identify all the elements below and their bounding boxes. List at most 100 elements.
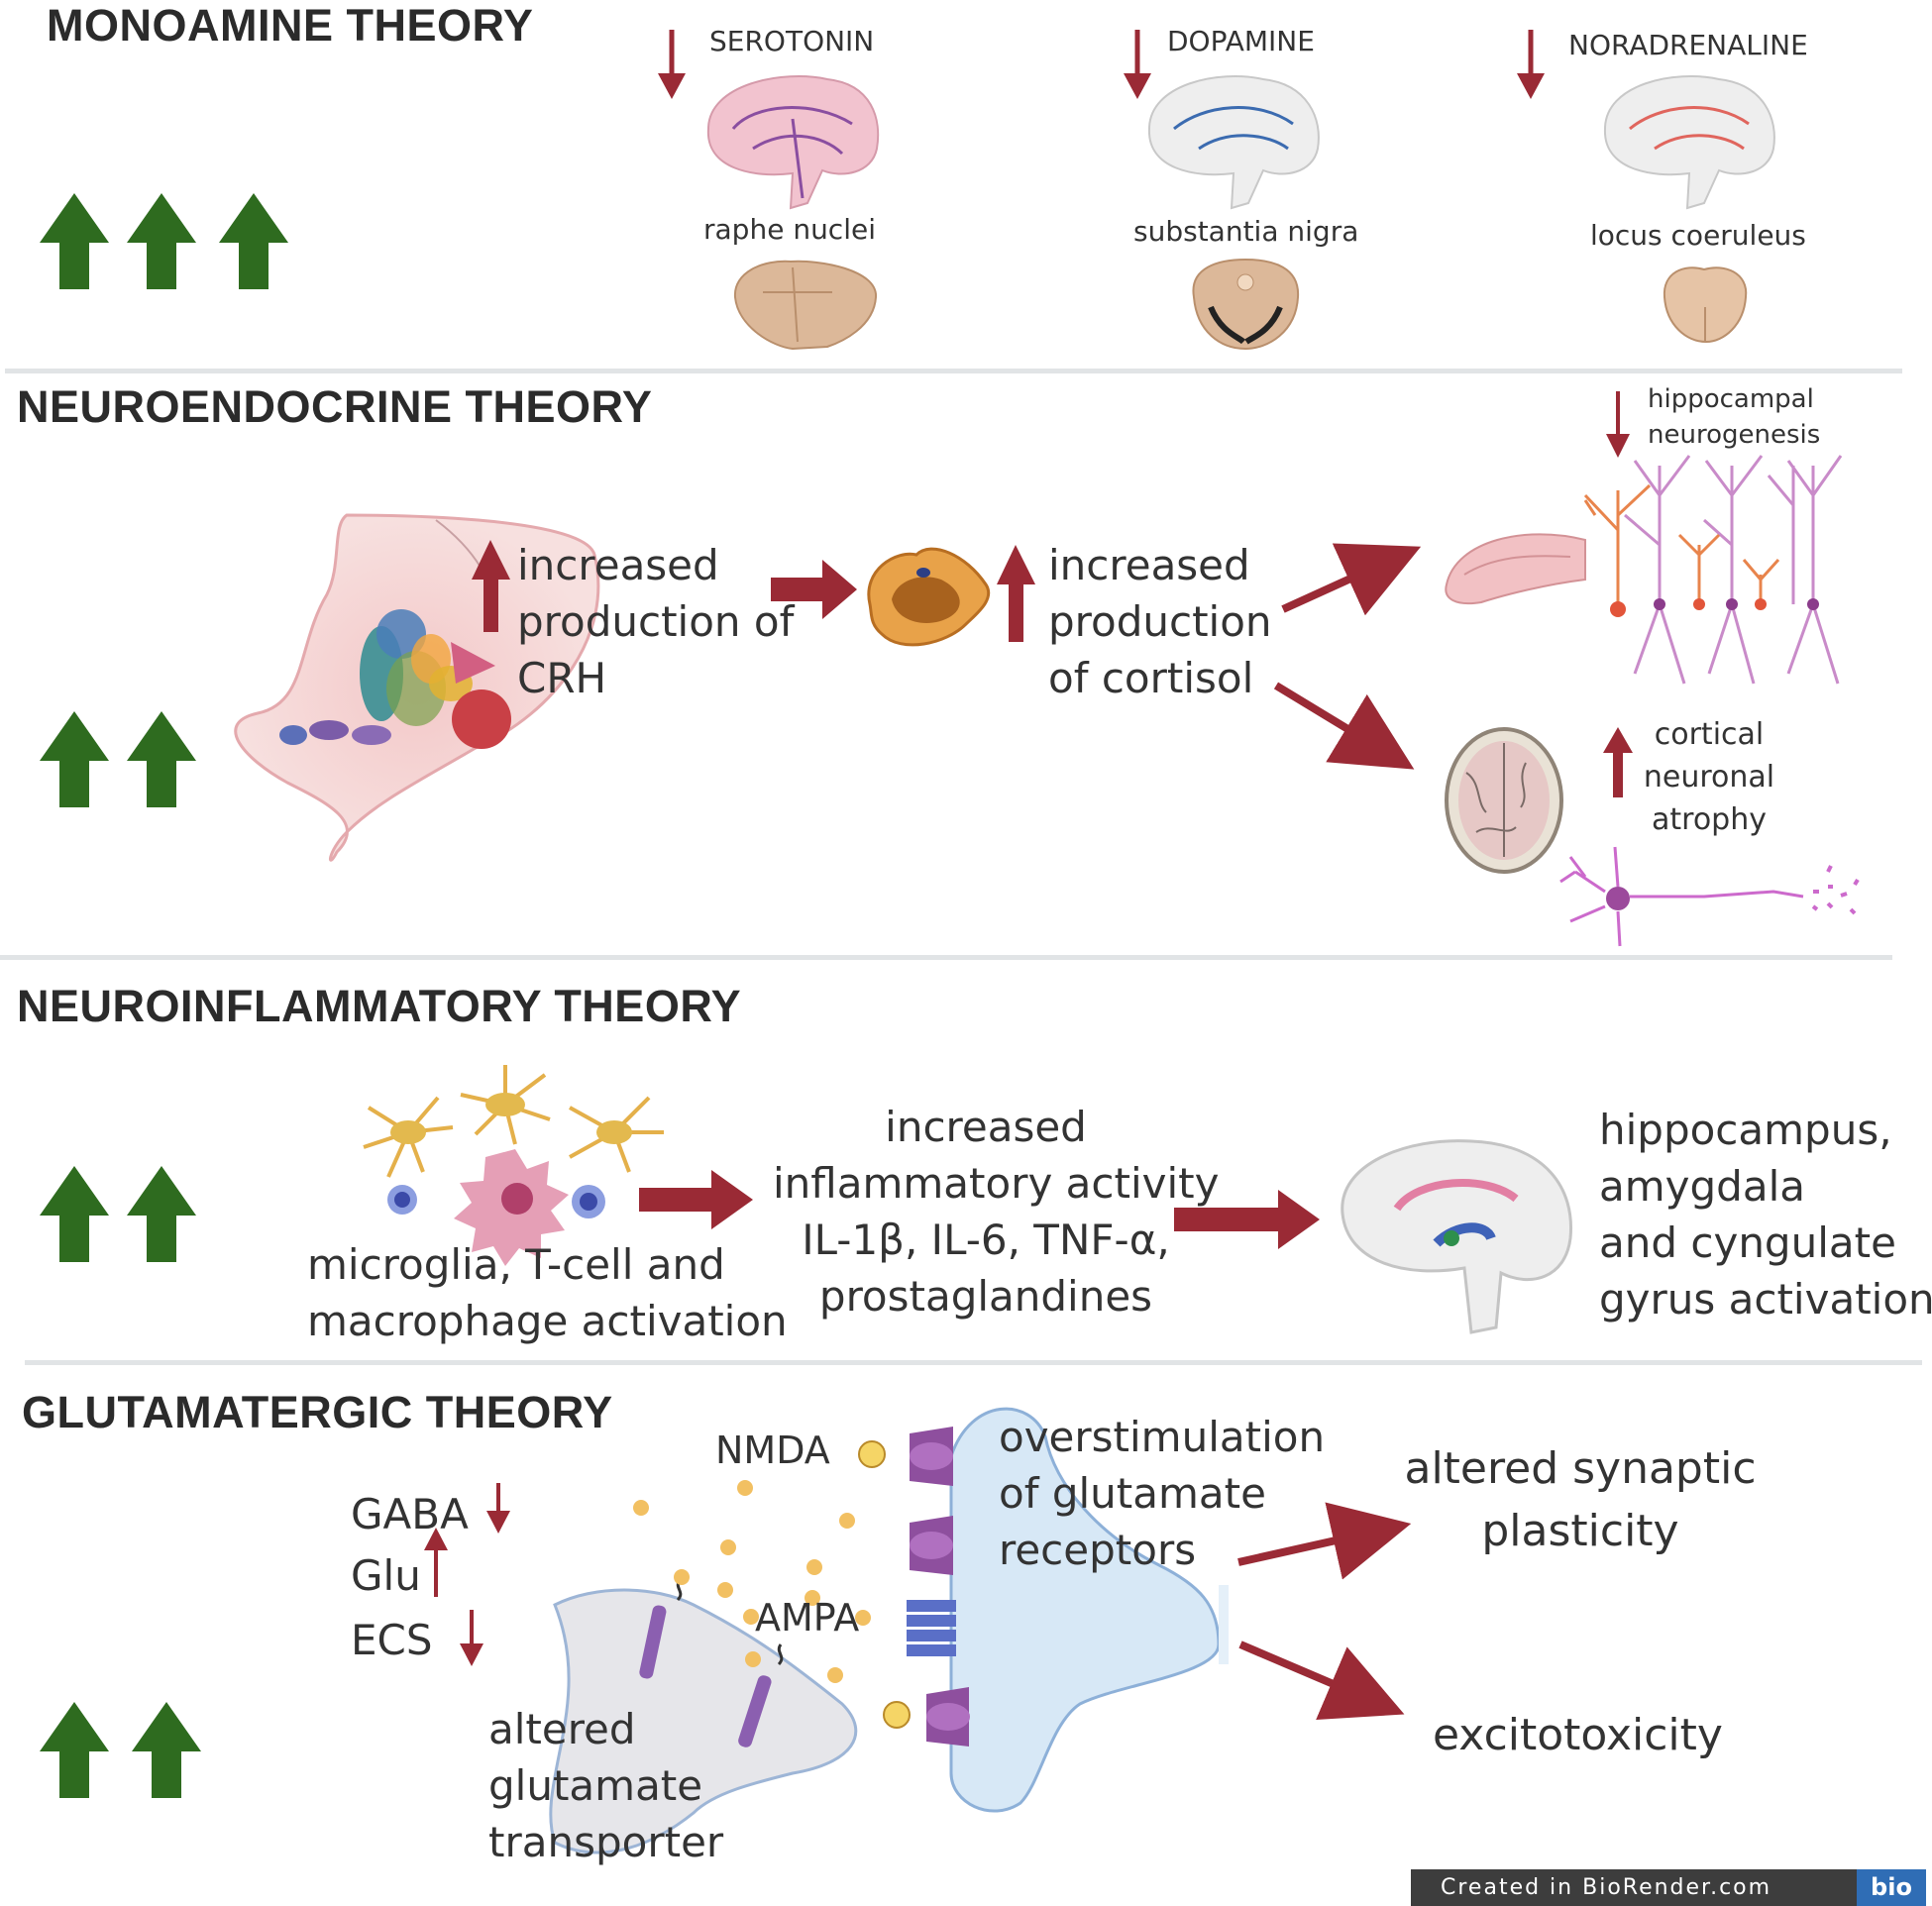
cells-line-1: microglia, T-cell and xyxy=(307,1240,725,1289)
green-arrow-icon xyxy=(40,1702,109,1798)
transporter-line-2: glutamate xyxy=(488,1761,703,1810)
cells-line-2: macrophage activation xyxy=(307,1297,788,1345)
glutamate-transporter-icon xyxy=(639,1579,784,1747)
brain-serotonin-icon xyxy=(706,75,880,210)
inflammatory-activity-text: increased inflammatory activity IL-1β, I… xyxy=(773,1099,1220,1324)
atrophy-line-2: neuronal xyxy=(1643,760,1775,794)
down-arrow-icon xyxy=(1517,30,1545,99)
activity-line-4: prostaglandines xyxy=(818,1272,1153,1321)
brain-regions-text: hippocampus, amygdala and cyngulate gyru… xyxy=(1599,1102,1932,1327)
arrow-to-plasticity xyxy=(1237,1502,1412,1580)
regions-line-3: and cyngulate xyxy=(1599,1218,1896,1267)
cell-activation-text: microglia, T-cell and macrophage activat… xyxy=(307,1236,788,1349)
green-arrow-icon xyxy=(40,1166,109,1262)
glu-label: Glu xyxy=(351,1551,421,1600)
overstim-line-1: overstimulation xyxy=(999,1413,1326,1461)
transporter-text: altered glutamate transporter xyxy=(488,1701,723,1870)
ampa-label: AMPA xyxy=(755,1596,860,1640)
green-arrow-icon xyxy=(40,711,109,807)
section-divider xyxy=(5,369,1902,373)
hippocampus-icon xyxy=(1445,533,1586,604)
microglia-icon xyxy=(363,1065,664,1178)
green-arrow-icon xyxy=(127,1166,196,1262)
hypothalamus-icon xyxy=(234,513,600,862)
crh-text: increased production of CRH xyxy=(517,537,794,706)
brain-noradrenaline-icon xyxy=(1603,75,1775,210)
plasticity-line-1: altered synaptic xyxy=(1404,1443,1757,1494)
ampa-receptor-icon xyxy=(907,1600,956,1656)
nmda-receptor-icon xyxy=(858,1427,970,1747)
dopamine-label: DOPAMINE xyxy=(1167,25,1315,57)
up-arrow-icon xyxy=(997,545,1035,642)
green-arrow-icon xyxy=(127,711,196,807)
neurons-icon xyxy=(1583,455,1843,685)
excitotoxicity-text: excitotoxicity xyxy=(1433,1710,1723,1760)
down-arrow-icon xyxy=(658,30,686,99)
atrophy-text: cortical neuronal atrophy xyxy=(1635,713,1783,841)
substantia-nigra-label: substantia nigra xyxy=(1133,215,1359,248)
activity-line-3: IL-1β, IL-6, TNF-α, xyxy=(802,1216,1170,1264)
transporter-line-3: transporter xyxy=(488,1818,724,1866)
overstimulation-text: overstimulation of glutamate receptors xyxy=(999,1409,1325,1578)
up-arrow-icon xyxy=(424,1528,448,1597)
down-arrow-icon xyxy=(1606,391,1630,458)
right-arrow-icon xyxy=(1174,1190,1320,1249)
cortisol-line-3: of cortisol xyxy=(1048,654,1254,702)
crh-line-2: production of xyxy=(517,597,795,646)
biorender-badge: Created in BioRender.com bio xyxy=(1411,1869,1926,1906)
green-arrow-icon xyxy=(127,193,196,289)
glutamatergic-title: GLUTAMATERGIC THEORY xyxy=(22,1387,613,1437)
cortisol-line-1: increased xyxy=(1048,541,1250,589)
cortisol-line-2: production xyxy=(1048,597,1272,646)
brain-axial-icon xyxy=(1445,727,1563,874)
adrenal-gland-icon xyxy=(867,547,990,647)
regions-line-2: amygdala xyxy=(1599,1162,1805,1211)
regions-line-4: gyrus activation xyxy=(1599,1275,1932,1324)
plasticity-text: altered synaptic plasticity xyxy=(1397,1437,1764,1562)
arrow-to-cortex xyxy=(1273,682,1415,770)
postsynaptic-terminal-icon xyxy=(949,1407,1229,1813)
activity-line-2: inflammatory activity xyxy=(773,1159,1220,1208)
gaba-label: GABA xyxy=(351,1490,469,1538)
noradrenaline-label: NORADRENALINE xyxy=(1568,29,1808,61)
green-arrow-icon xyxy=(40,193,109,289)
down-arrow-icon xyxy=(486,1483,510,1534)
monoamine-title: MONOAMINE THEORY xyxy=(47,0,534,51)
nmda-label: NMDA xyxy=(715,1429,830,1472)
arrow-to-hippocampus xyxy=(1281,543,1422,616)
overstim-line-2: of glutamate xyxy=(999,1469,1266,1518)
brainstem-raphe-icon xyxy=(733,260,878,351)
right-arrow-icon xyxy=(639,1170,753,1229)
glutamate-vesicles xyxy=(633,1480,871,1683)
transporter-line-1: altered xyxy=(488,1705,636,1753)
serotonin-label: SEROTONIN xyxy=(709,25,875,57)
arrow-to-excitotoxicity xyxy=(1238,1641,1405,1720)
overstim-line-3: receptors xyxy=(999,1526,1197,1574)
atrophy-line-1: cortical xyxy=(1654,717,1765,752)
brain-limbic-icon xyxy=(1341,1139,1573,1334)
biorender-logo: bio xyxy=(1857,1869,1926,1906)
macrophage-icon xyxy=(454,1149,569,1266)
activity-line-1: increased xyxy=(885,1103,1087,1151)
locus-coeruleus-label: locus coeruleus xyxy=(1590,219,1806,252)
tcell-icon xyxy=(387,1185,605,1218)
crh-line-1: increased xyxy=(517,541,719,589)
cortisol-text: increased production of cortisol xyxy=(1048,537,1272,706)
brain-dopamine-icon xyxy=(1147,75,1320,210)
neurogenesis-line-2: neurogenesis xyxy=(1648,420,1821,450)
right-arrow-icon xyxy=(771,560,857,619)
midbrain-nigra-icon xyxy=(1192,258,1300,351)
neurogenesis-text: hippocampal neurogenesis xyxy=(1648,381,1820,453)
neurogenesis-line-1: hippocampal xyxy=(1648,384,1814,414)
green-arrow-icon xyxy=(219,193,288,289)
section-divider xyxy=(25,1360,1922,1365)
up-arrow-icon xyxy=(1603,727,1633,797)
section-divider xyxy=(0,955,1892,960)
ecs-label: ECS xyxy=(351,1616,433,1664)
neuroinflammatory-title: NEUROINFLAMMATORY THEORY xyxy=(17,981,742,1031)
pons-coeruleus-icon xyxy=(1663,266,1748,344)
up-arrow-icon xyxy=(472,540,510,632)
watermark-text: Created in BioRender.com xyxy=(1441,1875,1772,1900)
regions-line-1: hippocampus, xyxy=(1599,1106,1892,1154)
